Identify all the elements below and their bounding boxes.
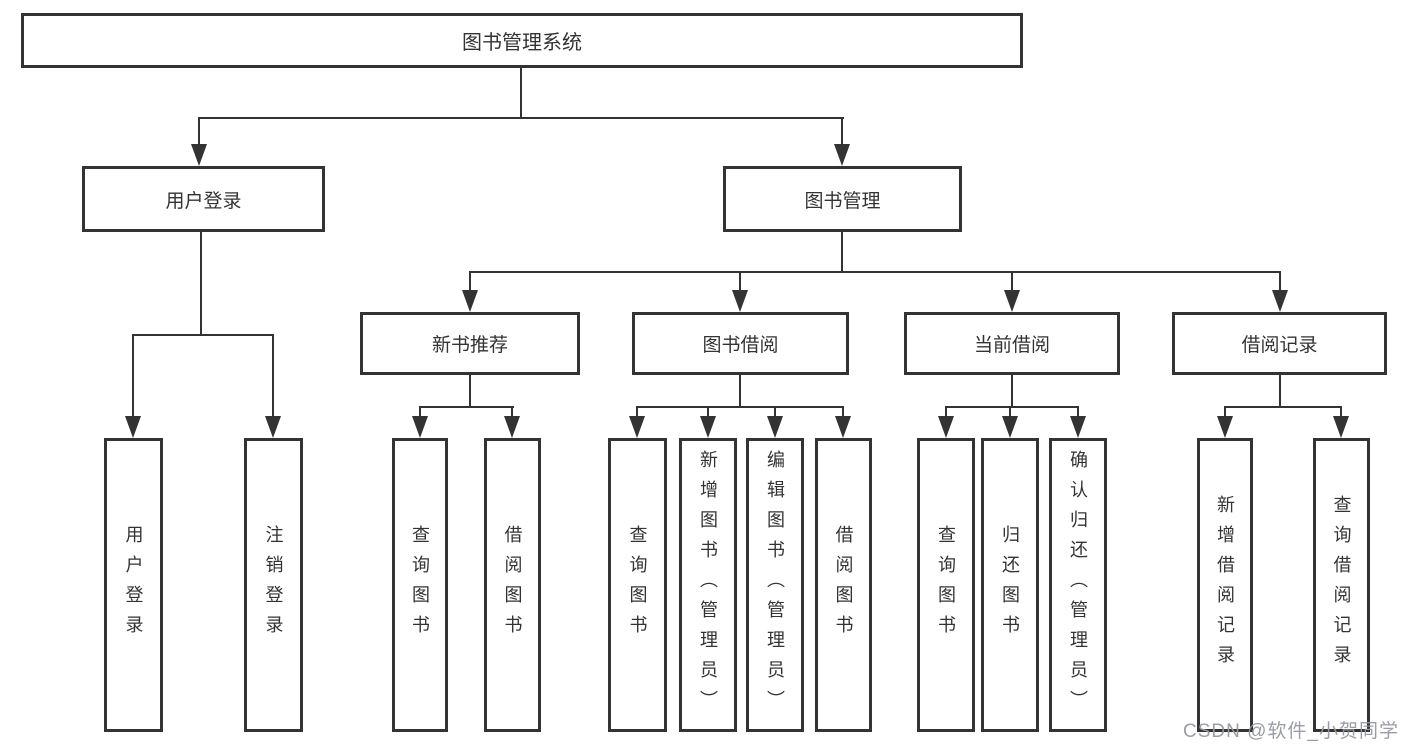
connector-line	[1340, 406, 1342, 420]
arrowhead-down	[835, 416, 851, 438]
leaf-return-book: 归还图书	[981, 438, 1039, 732]
connector-line	[1279, 375, 1281, 408]
arrowhead-down	[125, 416, 141, 438]
leaf-label: 用户登录	[123, 525, 144, 645]
node-user-login: 用户登录	[82, 166, 325, 232]
connector-line	[842, 406, 844, 420]
arrowhead-down	[1217, 416, 1233, 438]
leaf-query-borrow-record: 查询借阅记录	[1313, 438, 1370, 732]
arrowhead-down	[265, 416, 281, 438]
arrowhead-down	[1004, 290, 1020, 312]
node-label: 当前借阅	[973, 335, 1050, 356]
connector-line	[1011, 375, 1013, 408]
connector-line	[841, 117, 843, 149]
connector-line	[419, 406, 514, 408]
arrowhead-down	[1333, 416, 1349, 438]
connector-line	[945, 406, 947, 420]
connector-line	[272, 334, 274, 422]
node-borrow-records: 借阅记录	[1172, 312, 1387, 375]
connector-line	[1011, 271, 1013, 295]
node-new-book-recommend: 新书推荐	[360, 312, 580, 375]
arrowhead-down	[629, 416, 645, 438]
connector-line	[469, 375, 471, 408]
leaf-borrow-books: 借阅图书	[815, 438, 872, 732]
node-label: 图书借阅	[702, 335, 779, 356]
leaf-add-borrow-record: 新增借阅记录	[1197, 438, 1253, 732]
leaf-user-login: 用户登录	[104, 438, 163, 732]
connector-line	[511, 406, 513, 420]
arrowhead-down	[462, 290, 478, 312]
leaf-label: 查询图书	[936, 525, 956, 645]
connector-line	[774, 406, 776, 420]
connector-line	[707, 406, 709, 420]
node-label: 用户登录	[165, 190, 242, 212]
arrowhead-down	[191, 144, 207, 166]
leaf-label: 编辑图书（管理员）	[765, 450, 785, 720]
leaf-label: 借阅图书	[833, 525, 854, 645]
node-label: 图书管理	[804, 190, 881, 212]
arrowhead-down	[938, 416, 954, 438]
connector-line	[132, 334, 274, 336]
connector-line	[469, 271, 1281, 273]
leaf-label: 查询借阅记录	[1331, 495, 1352, 675]
leaf-logout: 注销登录	[244, 438, 303, 732]
connector-line	[198, 117, 200, 149]
leaf-label: 借阅图书	[502, 525, 523, 645]
leaf-borrow-books-recommend: 借阅图书	[484, 438, 541, 732]
connector-line	[1279, 271, 1281, 295]
connector-line	[1224, 406, 1342, 408]
leaf-query-books-borrow: 查询图书	[608, 438, 667, 732]
connector-line	[945, 406, 1079, 408]
leaf-add-book-admin: 新增图书（管理员）	[679, 438, 737, 732]
arrowhead-down	[700, 416, 716, 438]
connector-line	[198, 117, 844, 119]
leaf-label: 新增图书（管理员）	[698, 450, 718, 720]
connector-line	[739, 375, 741, 408]
arrowhead-down	[412, 416, 428, 438]
arrowhead-down	[767, 416, 783, 438]
watermark: CSDN @软件_小贺同学	[1183, 721, 1399, 742]
leaf-label: 归还图书	[1000, 525, 1020, 645]
connector-line	[841, 232, 843, 273]
node-book-management: 图书管理	[723, 166, 962, 232]
connector-line	[1009, 406, 1011, 420]
leaf-label: 确认归还（管理员）	[1068, 450, 1088, 720]
arrowhead-down	[1070, 416, 1086, 438]
connector-line	[636, 406, 844, 408]
node-current-borrow: 当前借阅	[904, 312, 1120, 375]
arrowhead-down	[834, 144, 850, 166]
node-library-system: 图书管理系统	[21, 13, 1023, 68]
connector-line	[636, 406, 638, 420]
leaf-query-books-current: 查询图书	[917, 438, 975, 732]
leaf-label: 查询图书	[627, 525, 648, 645]
leaf-query-books-recommend: 查询图书	[392, 438, 448, 732]
node-label: 借阅记录	[1241, 335, 1318, 356]
leaf-label: 查询图书	[410, 525, 430, 645]
connector-line	[200, 232, 202, 336]
node-label: 新书推荐	[431, 335, 508, 356]
arrowhead-down	[1002, 416, 1018, 438]
arrowhead-down	[504, 416, 520, 438]
connector-line	[469, 271, 471, 295]
leaf-label: 新增借阅记录	[1215, 495, 1235, 675]
connector-line	[132, 334, 134, 422]
node-book-borrow: 图书借阅	[632, 312, 849, 375]
arrowhead-down	[1272, 290, 1288, 312]
connector-line	[1224, 406, 1226, 420]
leaf-confirm-return-admin: 确认归还（管理员）	[1049, 438, 1107, 732]
connector-line	[1077, 406, 1079, 420]
connector-line	[739, 271, 741, 295]
arrowhead-down	[732, 290, 748, 312]
connector-line	[520, 68, 522, 119]
node-label: 图书管理系统	[462, 32, 582, 54]
connector-line	[419, 406, 421, 420]
leaf-label: 注销登录	[263, 525, 284, 645]
leaf-edit-book-admin: 编辑图书（管理员）	[746, 438, 804, 732]
